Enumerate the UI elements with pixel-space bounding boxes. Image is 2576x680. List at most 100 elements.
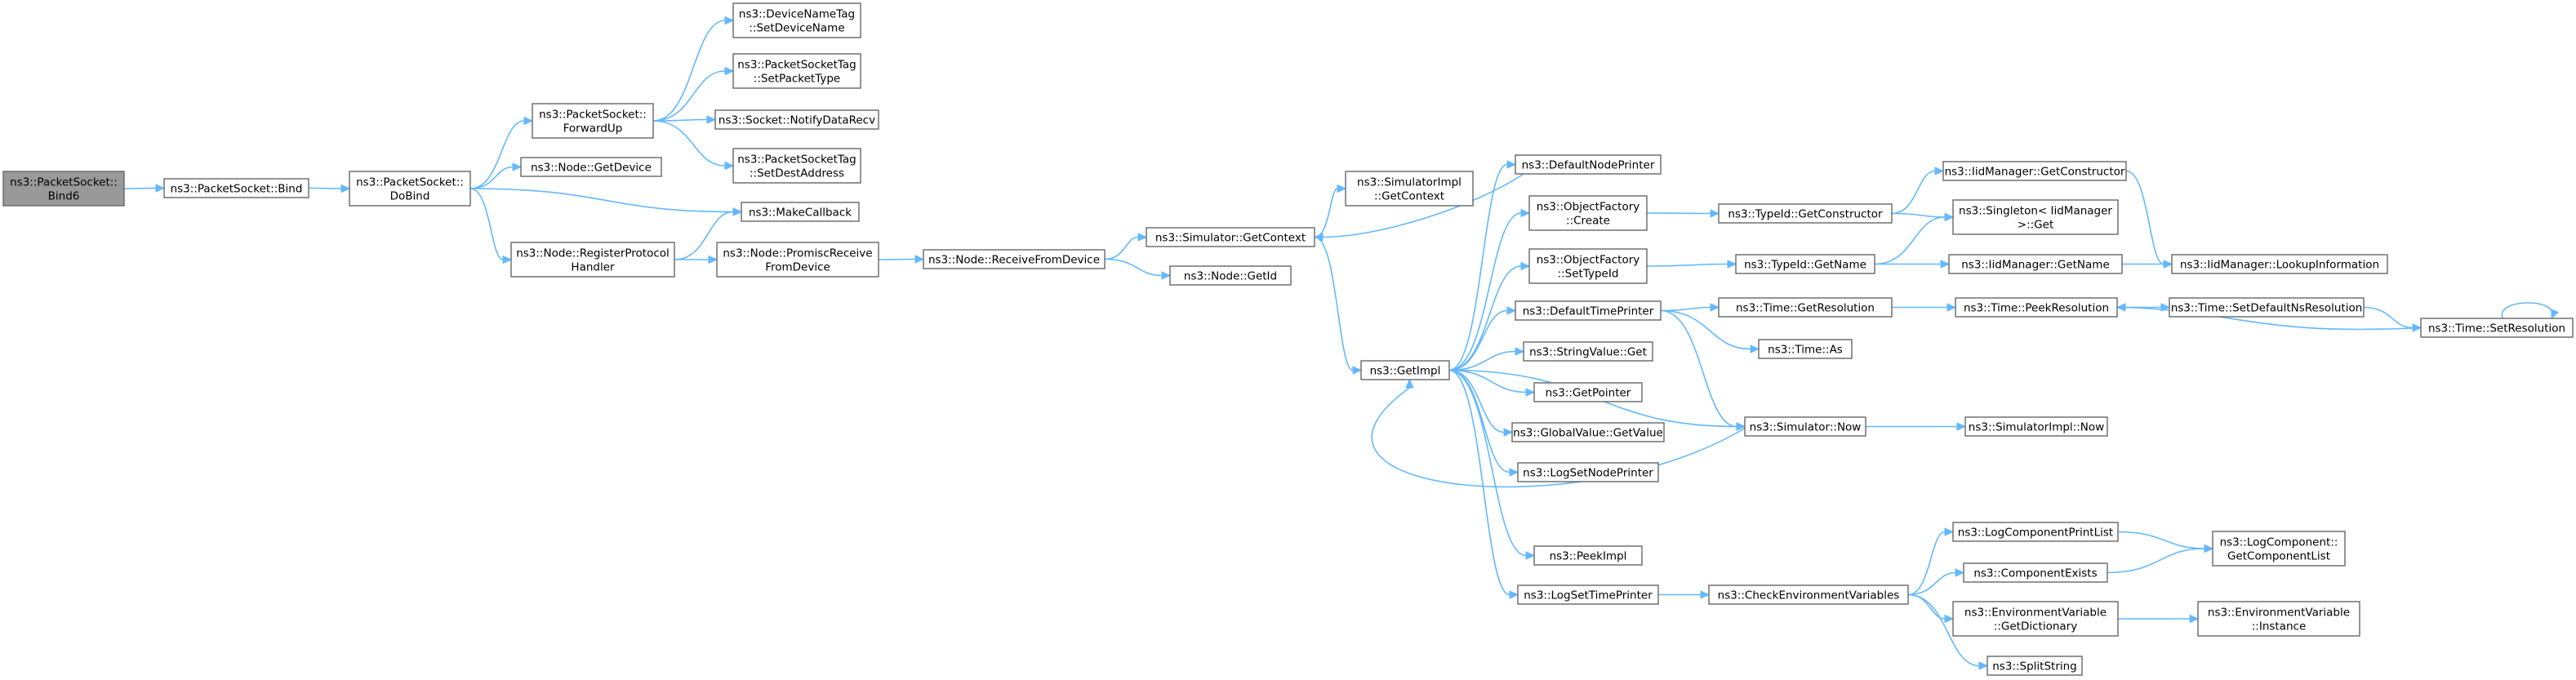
node-box [1952, 199, 2119, 235]
node-label: ns3::GetPointer [1546, 387, 1631, 400]
node-label: DoBind [390, 190, 430, 203]
graph-node[interactable]: ns3::DefaultTimePrinter [1515, 300, 1662, 321]
graph-node[interactable]: ns3::PacketSocket::DoBind [349, 171, 471, 207]
graph-node[interactable]: ns3::ObjectFactory::SetTypeId [1528, 248, 1648, 284]
graph-node[interactable]: ns3::DefaultNodePrinter [1515, 154, 1662, 175]
node-box [1963, 562, 2108, 583]
graph-node[interactable]: ns3::LogSetNodePrinter [1517, 462, 1659, 482]
graph-node[interactable]: ns3::Singleton< IidManager >::Get [1952, 199, 2119, 235]
graph-node[interactable]: ns3::PeekImpl [1533, 545, 1643, 566]
graph-node[interactable]: ns3::LogComponentPrintList [1952, 522, 2119, 542]
node-box [1942, 161, 2127, 181]
graph-node[interactable]: ns3::ComponentExists [1963, 562, 2108, 583]
graph-node[interactable]: ns3::LogComponent::GetComponentList [2212, 531, 2346, 567]
node-label: ns3::Simulator::Now [1750, 421, 1862, 434]
node-box [1515, 154, 1662, 175]
graph-node[interactable]: ns3::IidManager::GetName [1948, 254, 2123, 274]
node-label: ns3::Singleton< IidManager [1959, 205, 2112, 218]
graph-node[interactable]: ns3::TypeId::GetName [1735, 254, 1875, 274]
edge-n6-n5 [674, 207, 743, 260]
edge-n12-n14 [1104, 258, 1172, 280]
graph-node[interactable]: ns3::DeviceNameTag::SetDeviceName [732, 2, 861, 38]
edge-n18-n27 [1646, 209, 1720, 218]
graph-node[interactable]: ns3::Simulator::GetContext [1146, 227, 1315, 247]
graph-node[interactable]: ns3::GetPointer [1533, 382, 1643, 402]
node-label: ns3::IidManager::GetConstructor [1945, 166, 2125, 179]
graph-node[interactable]: ns3::EnvironmentVariable::GetDictionary [1952, 601, 2119, 637]
node-label: ns3::LogComponent:: [2220, 536, 2338, 549]
node-box [1523, 341, 1653, 362]
node-box [1744, 416, 1866, 437]
graph-node[interactable]: ns3::Node::GetId [1169, 265, 1292, 286]
node-label: ::GetDictionary [1994, 620, 2077, 633]
graph-node[interactable]: ns3::IidManager::LookupInformation [2171, 254, 2388, 274]
edge-n16-n25 [1448, 369, 1536, 560]
node-label: ns3::IidManager::GetName [1961, 259, 2110, 272]
graph-node[interactable]: ns3::IidManager::GetConstructor [1942, 161, 2127, 181]
edge-n32-n41 [1907, 593, 1989, 670]
graph-node[interactable]: ns3::PacketSocket::Bind [163, 178, 309, 198]
edge-n44-n36 [2116, 303, 2422, 331]
node-label: ns3::LogComponentPrintList [1958, 527, 2113, 540]
edge-n40-n46 [2117, 614, 2200, 624]
node-label: ns3::DefaultNodePrinter [1522, 159, 1655, 172]
node-label: ns3::Time::SetResolution [2428, 322, 2565, 336]
graph-node[interactable]: ns3::ObjectFactory::Create [1528, 195, 1648, 231]
graph-node[interactable]: ns3::EnvironmentVariable::Instance [2197, 601, 2360, 637]
node-box [1169, 265, 1292, 286]
node-label: ns3::Node::PromiscReceive [723, 247, 872, 260]
node-label: ns3::LogSetTimePrinter [1524, 589, 1653, 602]
graph-node[interactable]: ns3::LogSetTimePrinter [1517, 584, 1659, 605]
graph-node[interactable]: ns3::Time::SetResolution [2420, 318, 2574, 338]
node-box [1533, 545, 1643, 566]
graph-node[interactable]: ns3::SimulatorImpl::Now [1964, 416, 2108, 437]
graph-node[interactable]: ns3::CheckEnvironmentVariables [1708, 584, 1909, 605]
node-label: ns3::SimulatorImpl [1357, 176, 1462, 189]
node-box [716, 242, 879, 278]
node-label: ns3::GlobalValue::GetValue [1513, 427, 1663, 440]
graph-node[interactable]: ns3::GlobalValue::GetValue [1511, 422, 1665, 442]
graph-node[interactable]: ns3::PacketSocketTag::SetDestAddress [732, 148, 861, 184]
edge-n16-n24 [1448, 369, 1519, 477]
node-label: Handler [571, 261, 615, 274]
node-label: ns3::SplitString [1992, 660, 2077, 673]
graph-node[interactable]: ns3::MakeCallback [741, 202, 860, 222]
graph-node[interactable]: ns3::Node::GetDevice [520, 157, 662, 177]
edge-n3-n10 [652, 120, 735, 171]
root-node[interactable]: ns3::PacketSocket::Bind6 [2, 171, 125, 207]
node-box [1952, 522, 2119, 542]
edge-n39-n45 [2107, 544, 2214, 574]
graph-node[interactable]: ns3::Socket::NotifyDataRecv [714, 109, 879, 130]
edge-n20-n31 [1660, 309, 1746, 431]
node-label: ns3::PacketSocketTag [737, 59, 856, 72]
node-label: ns3::DefaultTimePrinter [1523, 305, 1654, 318]
graph-node[interactable]: ns3::Simulator::Now [1744, 416, 1866, 437]
node-box [732, 2, 861, 38]
node-label: ::SetDestAddress [750, 167, 844, 180]
graph-node[interactable]: ns3::Time::GetResolution [1718, 297, 1893, 318]
graph-node[interactable]: ns3::GetImpl [1360, 360, 1450, 380]
graph-node[interactable]: ns3::SplitString [1987, 656, 2083, 676]
edge-n12-n13 [1104, 233, 1148, 260]
graph-node[interactable]: ns3::Time::SetDefaultNsResolution [2169, 297, 2365, 318]
graph-node[interactable]: ns3::StringValue::Get [1523, 341, 1653, 362]
node-box [732, 148, 861, 184]
graph-node[interactable]: ns3::PacketSocket::ForwardUp [532, 103, 654, 139]
node-box [1718, 203, 1893, 224]
graph-node[interactable]: ns3::SimulatorImpl::GetContext [1345, 171, 1474, 207]
graph-node[interactable]: ns3::Time::As [1758, 339, 1853, 359]
graph-node[interactable]: ns3::TypeId::GetConstructor [1718, 203, 1893, 224]
node-label: ::SetDeviceName [749, 22, 844, 35]
node-label: ns3::Time::As [1768, 344, 1843, 357]
graph-node[interactable]: ns3::Time::PeekResolution [1955, 297, 2118, 318]
edge-n1-n2 [308, 184, 351, 193]
node-box [1964, 416, 2108, 437]
node-box [2212, 531, 2346, 567]
edges-layer [123, 16, 2559, 670]
node-label: ns3::DeviceNameTag [739, 8, 855, 21]
graph-node[interactable]: ns3::Node::ReceiveFromDevice [923, 249, 1106, 269]
edge-n11-n12 [878, 255, 925, 264]
graph-node[interactable]: ns3::PacketSocketTag::SetPacketType [732, 53, 861, 89]
